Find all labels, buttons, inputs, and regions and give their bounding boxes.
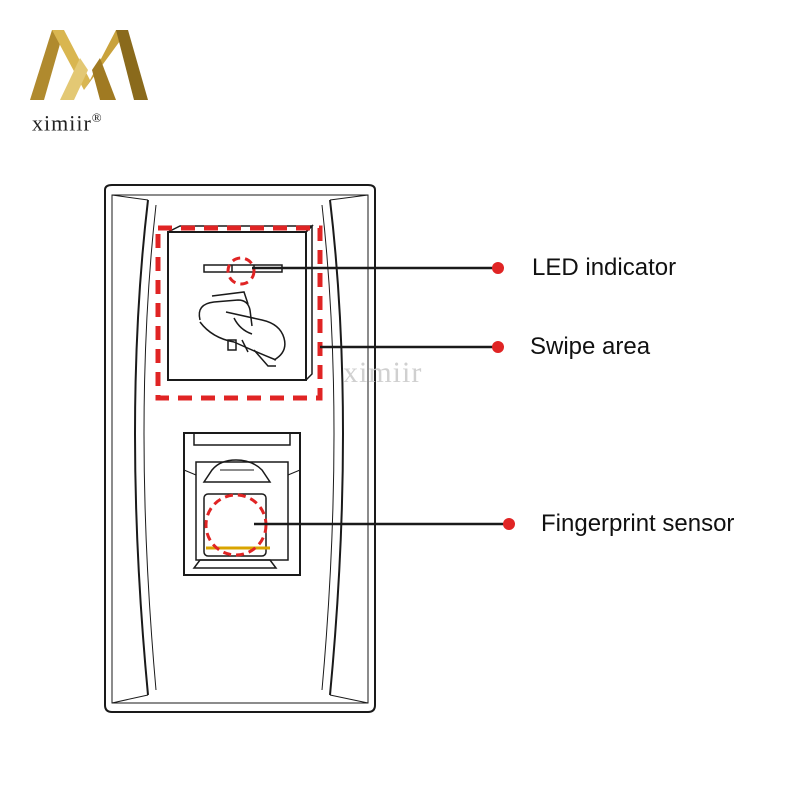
brand-logo-icon [30, 30, 148, 100]
callout-lines [252, 266, 508, 526]
led-indicator-highlight [226, 256, 256, 286]
swipe-area-highlight [155, 225, 323, 401]
dashed-highlights [155, 225, 323, 401]
brand-wordmark: ximiir® [32, 110, 103, 136]
registered-mark: ® [91, 110, 103, 125]
device-body [104, 184, 376, 713]
watermark-text: ximiir [343, 356, 423, 389]
fingerprint-housing [183, 432, 301, 576]
swipe-callout-dot [492, 341, 504, 353]
callout-label-fingerprint: Fingerprint sensor [541, 510, 735, 537]
led-callout-dot [492, 262, 504, 274]
callout-dots [492, 262, 515, 530]
callout-label-swipe: Swipe area [530, 333, 651, 360]
callout-label-led: LED indicator [532, 254, 677, 281]
hand-card-icon [198, 291, 286, 367]
fingerprint-callout-dot [503, 518, 515, 530]
brand-name: ximiir [32, 110, 92, 136]
swipe-panel [167, 224, 314, 381]
